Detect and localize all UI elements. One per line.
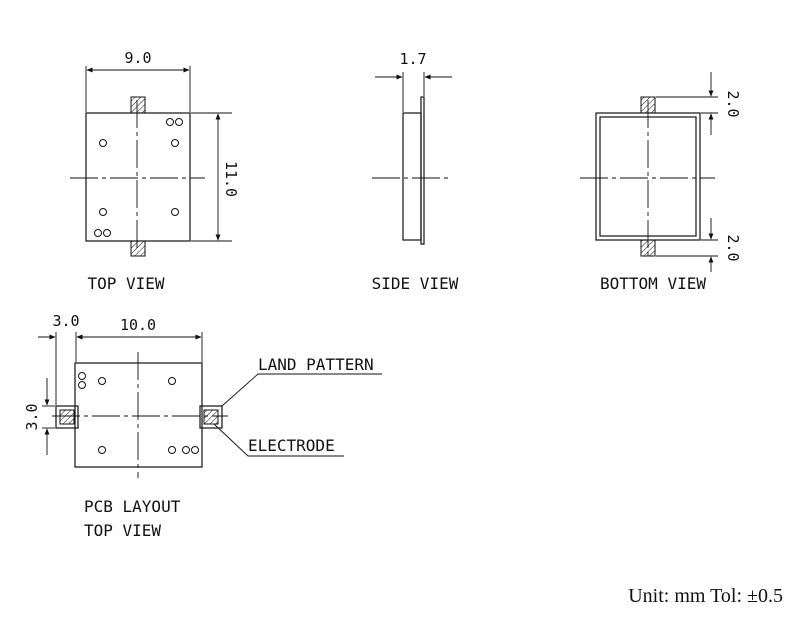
electrode-leader: [213, 423, 344, 457]
top-view-hole: [103, 229, 111, 237]
pcb-land-pattern-right: [199, 405, 223, 429]
pcb-hole: [98, 446, 106, 454]
top-view-tab-top: [130, 96, 146, 114]
pcb-hole: [98, 377, 106, 385]
bottom-view-label: BOTTOM VIEW: [600, 274, 706, 293]
pcb-pad-height-dim: 3.0: [23, 403, 41, 430]
side-view-label: SIDE VIEW: [372, 274, 459, 293]
top-view: 9.0 11.0 TOP VIEW: [70, 49, 240, 293]
pcb-hole: [182, 446, 190, 454]
top-view-body: [85, 112, 191, 242]
side-view-body: [402, 112, 422, 241]
land-pattern-callout: LAND PATTERN: [258, 355, 374, 374]
bottom-view-top-tab-dim: 2.0: [724, 90, 742, 117]
pcb-electrode-left: [59, 409, 75, 425]
top-view-label: TOP VIEW: [87, 274, 164, 293]
electrode-callout: ELECTRODE: [248, 436, 335, 455]
top-view-width-dim: 9.0: [124, 49, 151, 67]
pcb-hole: [168, 446, 176, 454]
top-view-hole: [171, 139, 179, 147]
pcb-layout-body: [74, 362, 203, 468]
pcb-electrode-right: [203, 409, 219, 425]
pcb-layout: 3.0 10.0 3.0 LAND PATTERN ELECTRODE PCB …: [23, 312, 382, 540]
top-view-hole: [175, 118, 183, 126]
unit-tolerance-note: Unit: mm Tol: ±0.5: [628, 585, 783, 607]
top-view-hole: [171, 208, 179, 216]
top-view-hole: [166, 118, 174, 126]
pcb-layout-label-line1: PCB LAYOUT: [84, 497, 181, 516]
side-view-lid: [420, 96, 425, 245]
pcb-hole: [168, 377, 176, 385]
top-view-hole: [99, 208, 107, 216]
pcb-hole: [78, 381, 86, 389]
bottom-view-bottom-tab-dim: 2.0: [724, 234, 742, 261]
bottom-view: 2.0 2.0 BOTTOM VIEW: [580, 72, 742, 293]
pcb-pad-width-dim: 3.0: [52, 312, 79, 330]
side-view: 1.7 SIDE VIEW: [372, 50, 459, 293]
top-view-hole: [99, 139, 107, 147]
side-view-thickness-dim: 1.7: [399, 50, 426, 68]
land-pattern-leader: [221, 373, 382, 407]
pcb-body-width-dim: 10.0: [120, 316, 156, 334]
top-view-tab-bottom: [130, 240, 146, 257]
pcb-hole: [191, 446, 199, 454]
top-view-height-dim: 11.0: [222, 161, 240, 197]
pcb-hole: [78, 372, 86, 380]
pcb-land-pattern-left: [55, 405, 79, 429]
pcb-layout-label-line2: TOP VIEW: [84, 521, 161, 540]
top-view-hole: [94, 229, 102, 237]
